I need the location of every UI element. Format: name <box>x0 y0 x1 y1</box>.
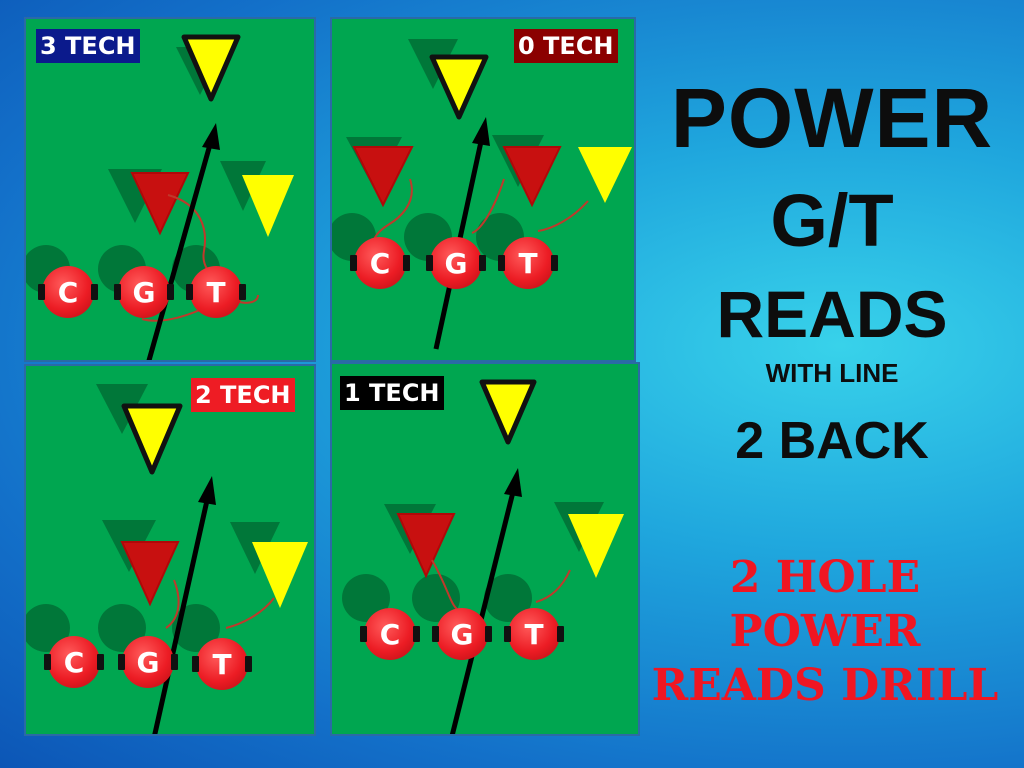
title-reads: READS <box>716 277 948 351</box>
shadow-group <box>26 47 266 293</box>
title-power: POWER <box>670 71 994 165</box>
player-tackle: T <box>504 608 564 660</box>
defender-triangle <box>352 146 414 208</box>
player-center: C <box>44 636 104 688</box>
run-arrow <box>202 123 220 150</box>
title-with-line: WITH LINE <box>765 358 899 388</box>
technique-label: 0 TECH <box>514 29 618 63</box>
panel-drawing <box>332 39 632 350</box>
player-center: C <box>38 266 98 318</box>
block-path <box>165 579 180 629</box>
drill-line-1: 2 HOLE <box>729 552 921 603</box>
technique-label: 3 TECH <box>36 29 140 63</box>
player-center: C <box>350 237 410 289</box>
block-path <box>471 178 505 234</box>
diagram-panel-2-tech: 2 TECH C G T <box>24 364 316 736</box>
run-arrow <box>146 140 214 360</box>
run-arrow <box>198 476 216 505</box>
player-center: C <box>360 608 420 660</box>
defender-triangle <box>568 514 624 578</box>
block-path <box>225 597 275 629</box>
player-tackle: T <box>498 237 558 289</box>
panel-drawing <box>26 384 308 734</box>
title-2-back: 2 BACK <box>735 412 929 470</box>
block-path <box>535 569 571 603</box>
drill-line-3: READS DRILL <box>651 660 999 711</box>
player-tackle: T <box>186 266 246 318</box>
player-guard: G <box>432 608 492 660</box>
player-guard: G <box>114 266 174 318</box>
run-arrow <box>472 117 490 146</box>
player-guard: G <box>426 237 486 289</box>
defender-triangle <box>130 172 190 236</box>
shadow-group <box>342 502 604 622</box>
defender-triangle <box>429 54 489 120</box>
diagram-panel-0-tech: 0 TECH C G T <box>330 17 636 362</box>
defender-triangle <box>396 513 456 579</box>
defender-triangle <box>578 147 632 203</box>
title-gt: G/T <box>770 179 894 262</box>
defender-triangle <box>181 34 241 102</box>
defender-triangle <box>242 175 294 237</box>
technique-label: 2 TECH <box>191 378 295 412</box>
drill-line-2: POWER <box>729 606 921 657</box>
run-arrow <box>152 495 211 734</box>
panel-drawing <box>342 379 624 734</box>
technique-label: 1 TECH <box>340 376 444 410</box>
run-arrow <box>504 468 522 497</box>
run-arrow <box>449 487 517 734</box>
defender-triangle <box>502 146 562 208</box>
player-guard: G <box>118 636 178 688</box>
defender-triangle <box>252 542 308 608</box>
panel-drawing <box>26 34 294 360</box>
defender-triangle <box>121 403 183 475</box>
defender-triangle <box>479 379 537 445</box>
diagram-panel-1-tech: 1 TECH C G T <box>330 362 640 736</box>
defender-triangle <box>120 541 180 607</box>
player-tackle: T <box>192 638 252 690</box>
diagram-panel-3-tech: 3 TECH C G T <box>24 17 316 362</box>
block-path <box>537 200 589 232</box>
